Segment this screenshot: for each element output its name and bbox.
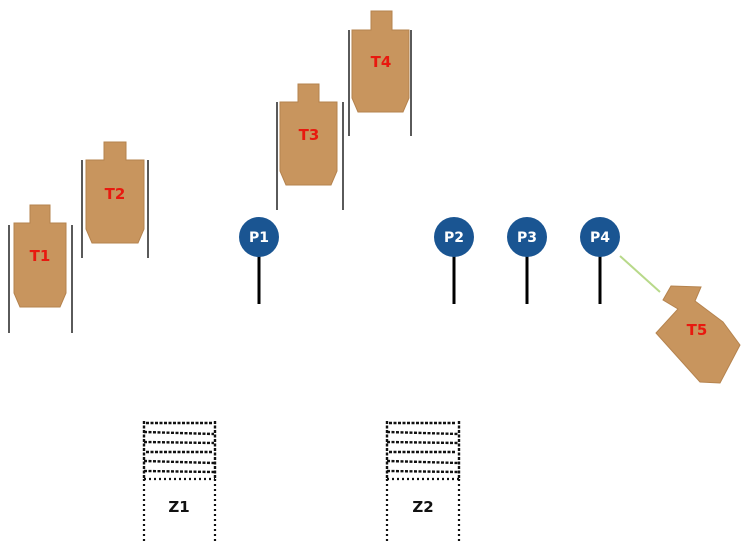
post-label: P3: [517, 230, 537, 246]
zone-z1: Z1: [142, 421, 217, 543]
post-marker: [239, 217, 279, 257]
post-marker: [434, 217, 474, 257]
target-t4: T4: [348, 10, 412, 136]
post-marker: [507, 217, 547, 257]
post-label: P2: [444, 230, 464, 246]
zone-outline: [385, 477, 461, 543]
zone-label: Z2: [412, 498, 433, 516]
zone-outline: [142, 477, 217, 543]
post-p4: P4: [580, 217, 620, 304]
target-t2: T2: [81, 141, 149, 258]
target-silhouette: [655, 285, 741, 384]
target-label: T1: [30, 247, 51, 265]
zone-z2: Z2: [385, 421, 461, 543]
zone-hatch: [142, 421, 217, 480]
target-label: T4: [371, 53, 392, 71]
target-silhouette: [279, 83, 338, 186]
target-silhouette: [85, 141, 145, 244]
target-silhouette: [351, 10, 410, 113]
tether-line: [619, 255, 661, 293]
target-t5: T5: [655, 285, 741, 384]
target-label: T5: [687, 321, 708, 339]
target-t1: T1: [8, 204, 73, 333]
post-marker: [580, 217, 620, 257]
zone-label: Z1: [168, 498, 189, 516]
target-label: T3: [299, 126, 320, 144]
post-label: P4: [590, 230, 610, 246]
post-p1: P1: [239, 217, 279, 304]
target-silhouette: [13, 204, 67, 308]
post-label: P1: [249, 230, 269, 246]
post-p2: P2: [434, 217, 474, 304]
zone-hatch: [385, 421, 461, 480]
target-label: T2: [105, 185, 126, 203]
post-p3: P3: [507, 217, 547, 304]
target-t3: T3: [276, 83, 344, 210]
